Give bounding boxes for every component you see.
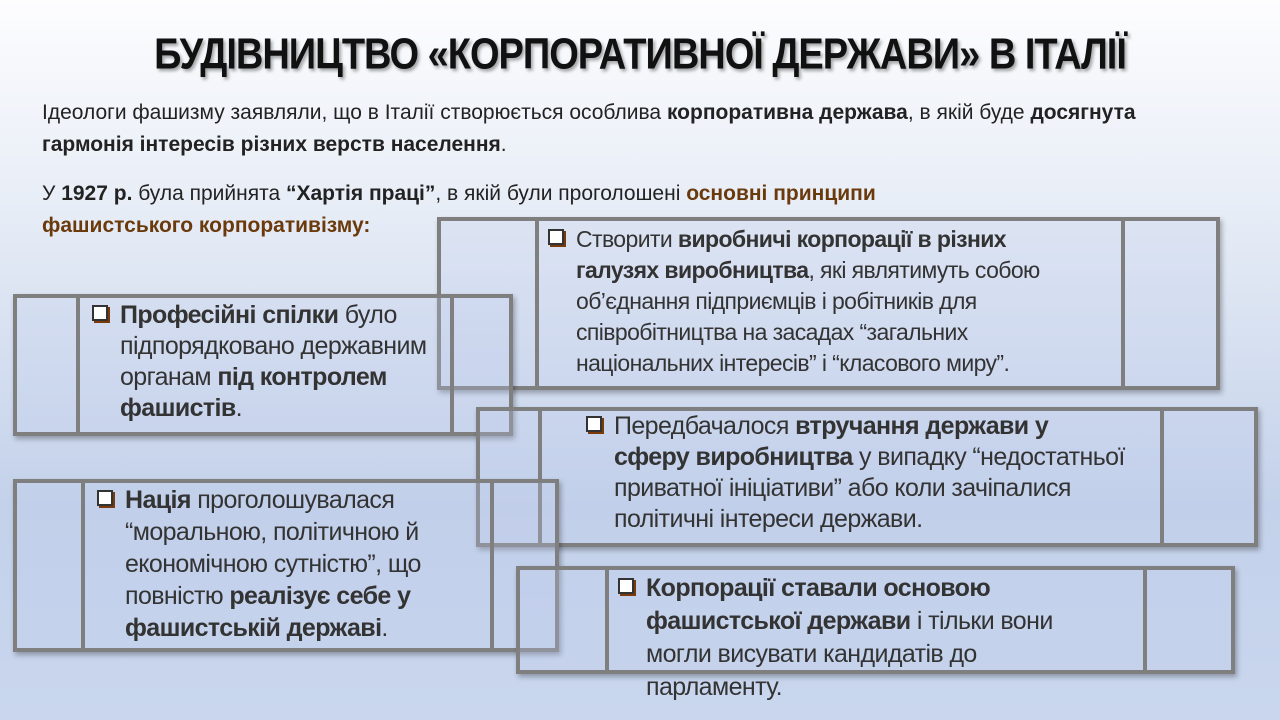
principle-text: Професійні спілки було підпорядковано де… <box>92 300 437 424</box>
principle-text: Створити виробничі корпорації в різних г… <box>548 224 1088 379</box>
divider <box>538 411 542 543</box>
text: і тільки вони могли висувати кандидатів … <box>646 607 1053 701</box>
text: Створити <box>576 226 678 252</box>
bold-text: виробничі корпорації в різних галузях ви… <box>576 226 1007 283</box>
checkbox-bullet-icon <box>548 229 564 245</box>
charter-principles: основні принципи фашистського корпоратив… <box>42 182 876 237</box>
divider <box>81 483 85 648</box>
intro-text: . <box>500 133 507 156</box>
text: Передбачалося <box>614 412 796 440</box>
principle-box-nation <box>13 479 559 652</box>
bold-text: Нація <box>125 486 191 514</box>
text: . <box>381 614 388 642</box>
bold-text: Професійні спілки <box>120 301 339 329</box>
divider <box>605 570 609 670</box>
bold-text: втручання держави у сферу виробництва <box>614 412 1049 471</box>
text: у випадку “недостатньої приватної ініціа… <box>614 443 1125 533</box>
bold-text: реалізує себе у фашистській державі <box>125 582 411 642</box>
checkbox-bullet-icon <box>618 578 634 594</box>
divider <box>1160 411 1164 543</box>
principle-text: Нація проголошувалася “моральною, політи… <box>97 484 482 644</box>
principle-box-corporations <box>437 217 1220 390</box>
intro-bold: досягнута гармонія інтересів різних верс… <box>42 101 1136 156</box>
principle-box-parliament <box>516 566 1235 674</box>
divider <box>490 483 494 648</box>
divider <box>450 298 454 432</box>
principle-box-intervention <box>476 407 1258 547</box>
charter-text: У <box>42 182 62 205</box>
intro-bold: корпоративна держава <box>666 101 908 124</box>
text: проголошувалася “моральною, політичною й… <box>125 486 421 610</box>
divider <box>76 298 80 432</box>
checkbox-bullet-icon <box>92 305 108 321</box>
principle-text: Корпорації ставали основою фашистської д… <box>618 572 1118 704</box>
intro-text: , в якій буде <box>907 101 1031 124</box>
divider <box>1143 570 1147 670</box>
charter-bold: “Хартія праці” <box>286 182 436 205</box>
divider <box>1121 221 1125 386</box>
text: . <box>235 394 243 422</box>
intro-text: Ідеологи фашизму заявляли, що в Італії с… <box>42 101 667 124</box>
charter-text: була прийнята <box>132 182 286 205</box>
charter-paragraph: У 1927 р. була прийнята “Хартія праці”, … <box>42 178 1022 242</box>
checkbox-bullet-icon <box>97 490 113 506</box>
charter-bold: 1927 р. <box>61 182 133 205</box>
bold-text: під контролем фашистів <box>120 363 387 422</box>
divider <box>535 221 539 386</box>
text: , які являтимуть собою об’єднання підпри… <box>576 257 1040 376</box>
slide-title: БУДІВНИЦТВО «КОРПОРАТИВНОЇ ДЕРЖАВИ» В ІТ… <box>154 30 1127 80</box>
intro-paragraph: Ідеологи фашизму заявляли, що в Італії с… <box>42 97 1142 161</box>
checkbox-bullet-icon <box>586 416 602 432</box>
charter-text: , в якій були проголошені <box>435 182 687 205</box>
text: було підпорядковано державним органам <box>120 301 427 391</box>
bold-text: Корпорації ставали основою фашистської д… <box>646 574 991 635</box>
principle-text: Передбачалося втручання держави у сферу … <box>586 411 1126 535</box>
